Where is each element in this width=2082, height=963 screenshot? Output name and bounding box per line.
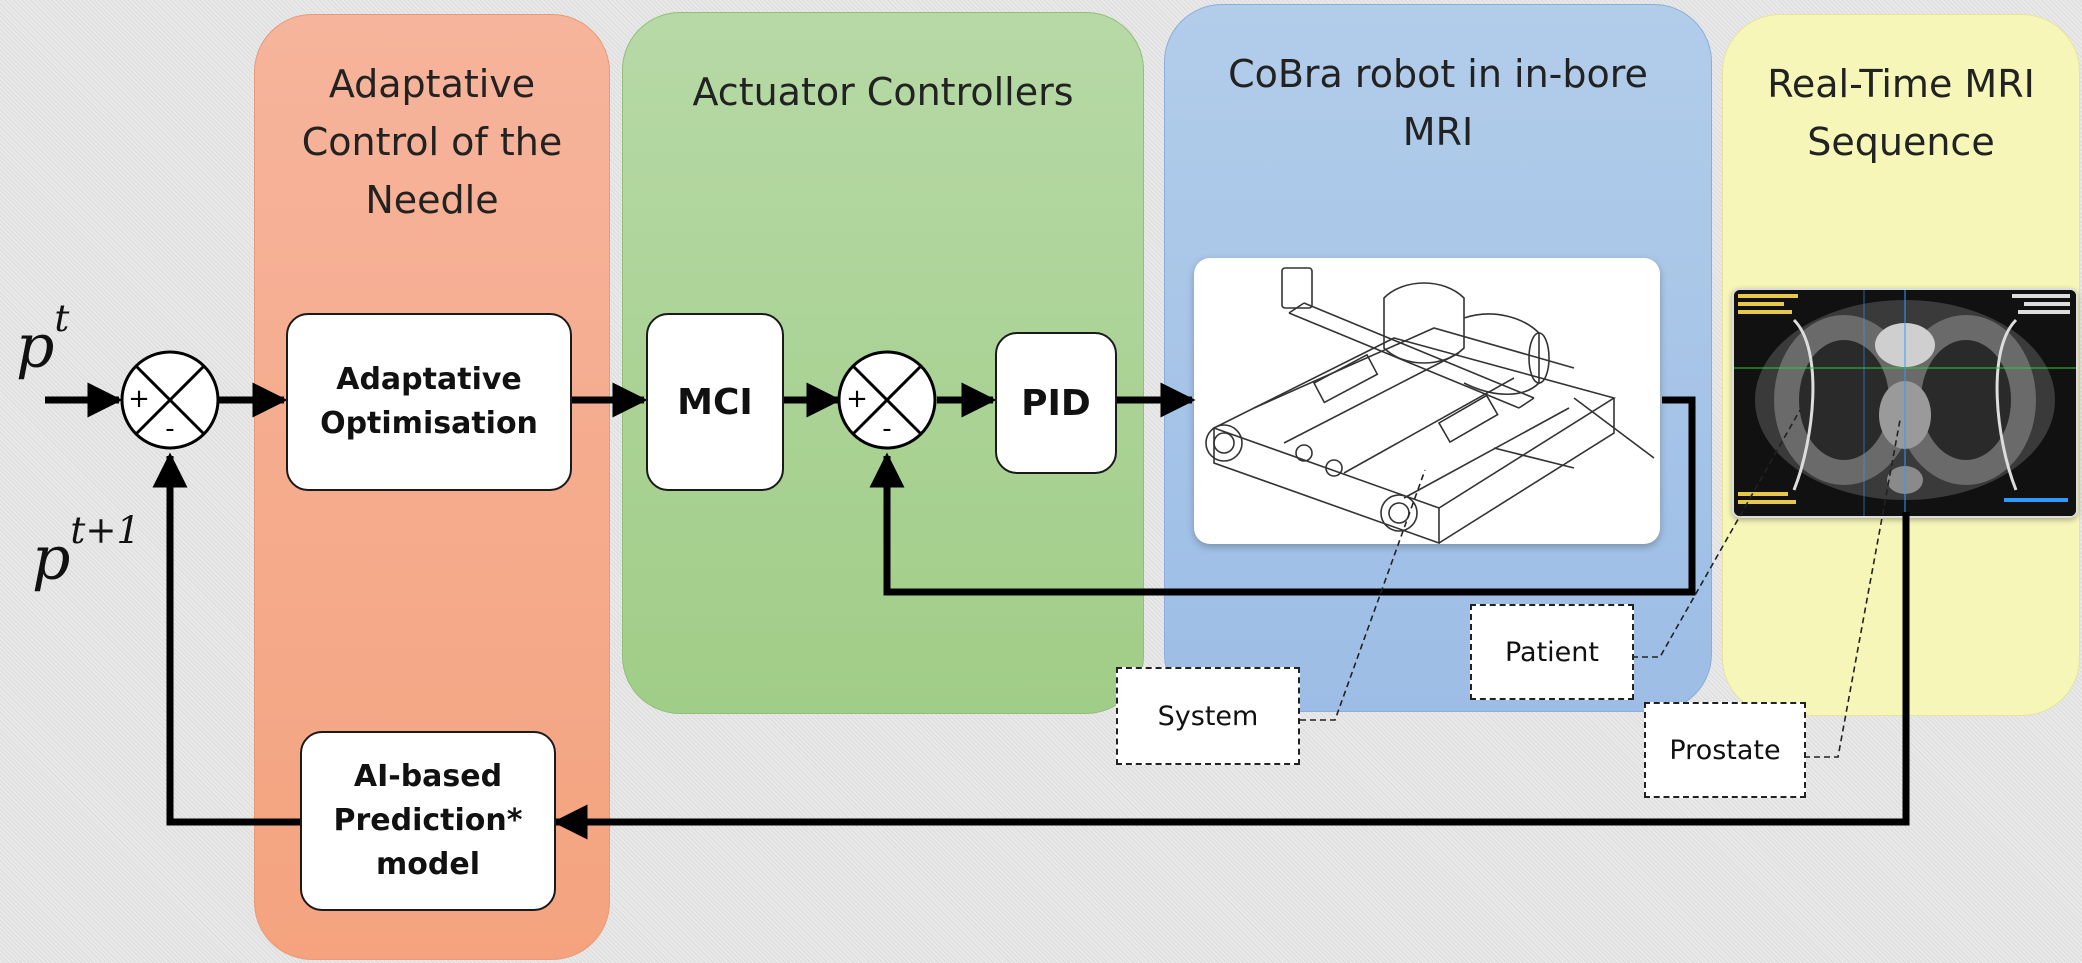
prostate-callout: Prostate	[1644, 702, 1806, 798]
leader-patient	[1632, 409, 1801, 658]
arrow-prediction-to-sum1	[152, 452, 300, 826]
feedback-signal-label: pt+1	[32, 508, 140, 593]
leader-system	[1300, 469, 1426, 721]
arrow-mri-to-prediction	[552, 512, 1910, 840]
adaptive-optimisation-block: Adaptative Optimisation	[286, 313, 572, 491]
panel-actuator-controllers-title: Actuator Controllers	[692, 70, 1074, 114]
robot-illustration	[1205, 267, 1655, 544]
mri-scan-graphic	[1734, 290, 2076, 516]
ai-prediction-block: AI-based Prediction* model	[300, 731, 556, 911]
input-signal-base: p	[16, 311, 55, 382]
mri-image	[1732, 288, 2078, 518]
sum2-minus-sign: -	[882, 414, 891, 444]
input-signal-label: pt	[16, 296, 69, 381]
panel-cobra-robot-title: CoBra robot in in-bore MRI	[1228, 52, 1648, 154]
system-callout: System	[1116, 667, 1300, 765]
panel-adaptive-control-title: Adaptative Control of the Needle	[301, 62, 563, 222]
sum1-plus-sign: +	[128, 384, 150, 414]
mci-block: MCI	[646, 313, 784, 491]
robot-image-card	[1194, 258, 1660, 544]
pid-block: PID	[995, 332, 1117, 474]
patient-callout: Patient	[1470, 604, 1634, 700]
feedback-signal-superscript: t+1	[70, 508, 141, 552]
sum2-plus-sign: +	[846, 384, 868, 414]
feedback-signal-base: p	[32, 523, 71, 594]
arrow-robot-feedback-to-sum2	[869, 396, 1696, 596]
leader-prostate	[1804, 419, 1901, 758]
sum1-minus-sign: -	[165, 414, 174, 444]
panel-realtime-mri-title: Real-Time MRI Sequence	[1767, 62, 2035, 164]
input-signal-superscript: t	[54, 296, 70, 340]
